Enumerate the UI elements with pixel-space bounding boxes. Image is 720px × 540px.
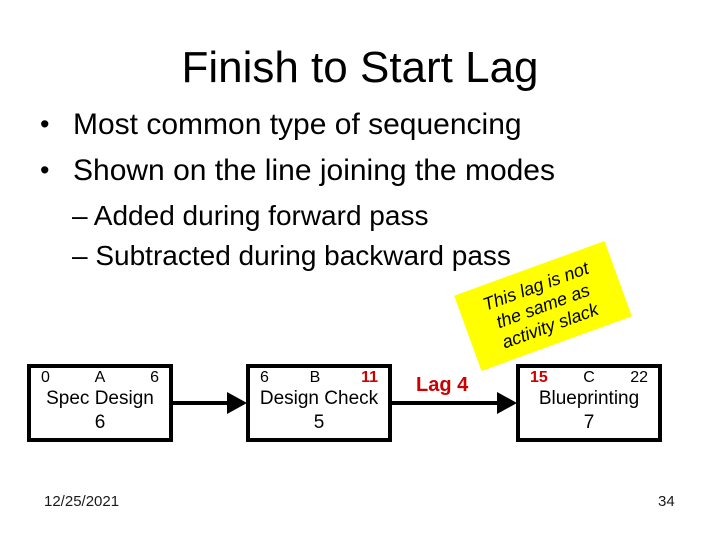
activity-name: Design Check <box>259 388 379 409</box>
arrow-a-to-b-line <box>172 401 229 405</box>
activity-node-blueprinting: 15 C 22 Blueprinting 7 <box>516 364 662 442</box>
activity-letter: C <box>583 369 595 386</box>
footer-date: 12/25/2021 <box>44 493 120 510</box>
activity-name: Blueprinting <box>538 388 640 409</box>
sub-bullet-list: – Added during forward pass – Subtracted… <box>72 200 511 280</box>
early-finish-value: 22 <box>630 369 648 386</box>
bullet-item: • Shown on the line joining the modes <box>40 154 555 188</box>
activity-duration: 5 <box>313 412 325 433</box>
bullet-icon: • <box>40 155 50 185</box>
arrow-a-to-b-head-icon <box>227 392 247 414</box>
activity-node-spec-design: 0 A 6 Spec Design 6 <box>27 364 173 442</box>
bullet-icon: • <box>40 109 50 139</box>
node-time-row: 15 C 22 <box>520 368 658 387</box>
activity-node-design-check: 6 B 11 Design Check 5 <box>246 364 392 442</box>
bullet-text: Shown on the line joining the modes <box>73 154 555 187</box>
early-start-value: 6 <box>260 369 269 386</box>
activity-letter: A <box>94 369 106 386</box>
activity-letter: B <box>309 369 321 386</box>
node-time-row: 6 B 11 <box>250 368 388 387</box>
early-start-value: 15 <box>530 369 548 386</box>
bullet-item: • Most common type of sequencing <box>40 108 555 142</box>
arrow-b-to-c-line <box>391 401 498 405</box>
early-finish-value: 11 <box>361 369 378 386</box>
sub-bullet-item: – Added during forward pass <box>72 200 429 231</box>
bullet-text: Most common type of sequencing <box>73 108 522 141</box>
sub-bullet-item: – Subtracted during backward pass <box>72 240 511 271</box>
activity-name: Spec Design <box>46 388 154 409</box>
page-title: Finish to Start Lag <box>181 43 539 92</box>
early-finish-value: 6 <box>150 369 159 386</box>
bullet-list: • Most common type of sequencing • Shown… <box>40 108 555 200</box>
early-start-value: 0 <box>41 369 50 386</box>
footer-page-number: 34 <box>658 493 675 510</box>
node-time-row: 0 A 6 <box>31 368 169 387</box>
lag-label: Lag 4 <box>416 374 469 396</box>
arrow-b-to-c-head-icon <box>497 392 517 414</box>
activity-duration: 7 <box>583 412 595 433</box>
activity-duration: 6 <box>94 412 106 433</box>
